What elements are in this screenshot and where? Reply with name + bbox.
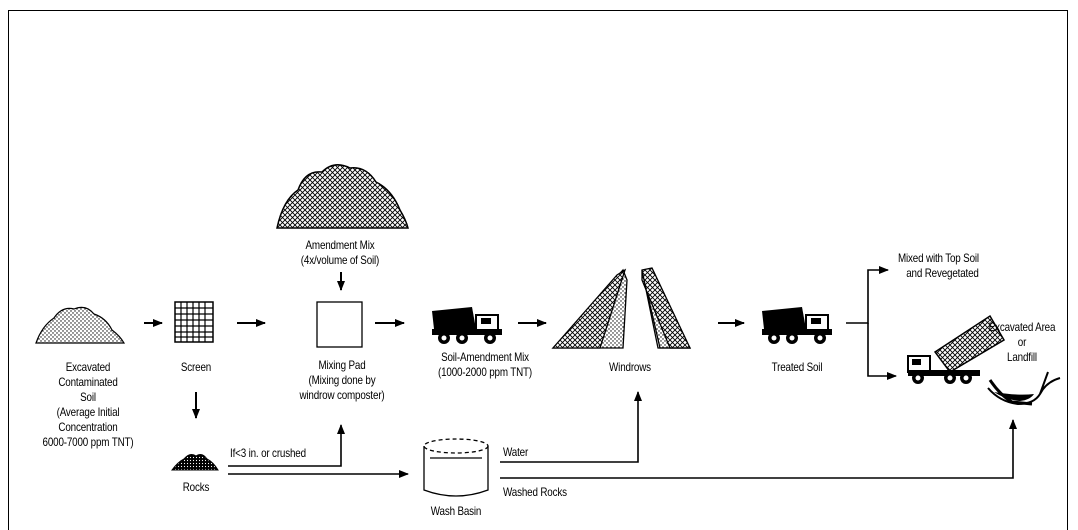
- label-water: Water: [503, 445, 529, 459]
- soil-pile-icon: [35, 306, 126, 344]
- rocks-icon: [170, 454, 219, 471]
- label-crushed-condition: If<3 in. or crushed: [230, 446, 306, 460]
- diagram-frame: [8, 10, 1068, 530]
- wash-basin-icon: [423, 438, 489, 497]
- arrow-washed-rocks-to-landfill: [500, 419, 1017, 479]
- arrow-crushed-to-pad: [228, 424, 345, 467]
- treated-truck-icon: [762, 307, 832, 344]
- label-washed-rocks: Washed Rocks: [503, 485, 567, 499]
- label-rocks: Rocks: [182, 480, 210, 494]
- label-screen: Screen: [180, 360, 212, 374]
- dump-truck-icon: [432, 307, 502, 344]
- windrows-icon: [551, 267, 692, 349]
- screen-grid-icon: [174, 301, 214, 343]
- label-windrows: Windrows: [609, 360, 651, 374]
- unloading-truck-icon: [907, 314, 1033, 406]
- label-excavated-area: Excavated Area or Landfill: [988, 320, 1056, 364]
- label-treated-soil: Treated Soil: [771, 360, 823, 374]
- label-excavated-soil: Excavated Contaminated Soil (Average Ini…: [42, 360, 134, 449]
- arrow-water-to-windrows: [500, 391, 642, 463]
- label-top-soil: Mixed with Top Soil and Revegetated: [898, 251, 979, 280]
- mixing-pad-icon: [316, 301, 363, 348]
- landfill-pit-icon: [987, 371, 1061, 406]
- label-mixing-pad: Mixing Pad (Mixing done by windrow compo…: [299, 358, 385, 402]
- amendment-pile-icon: [276, 164, 409, 229]
- label-soil-amendment-mix: Soil-Amendment Mix (1000-2000 ppm TNT): [437, 350, 533, 379]
- label-amendment-mix: Amendment Mix (4x/volume of Soil): [300, 238, 380, 267]
- split-connector: [846, 266, 897, 380]
- label-wash-basin: Wash Basin: [430, 504, 482, 518]
